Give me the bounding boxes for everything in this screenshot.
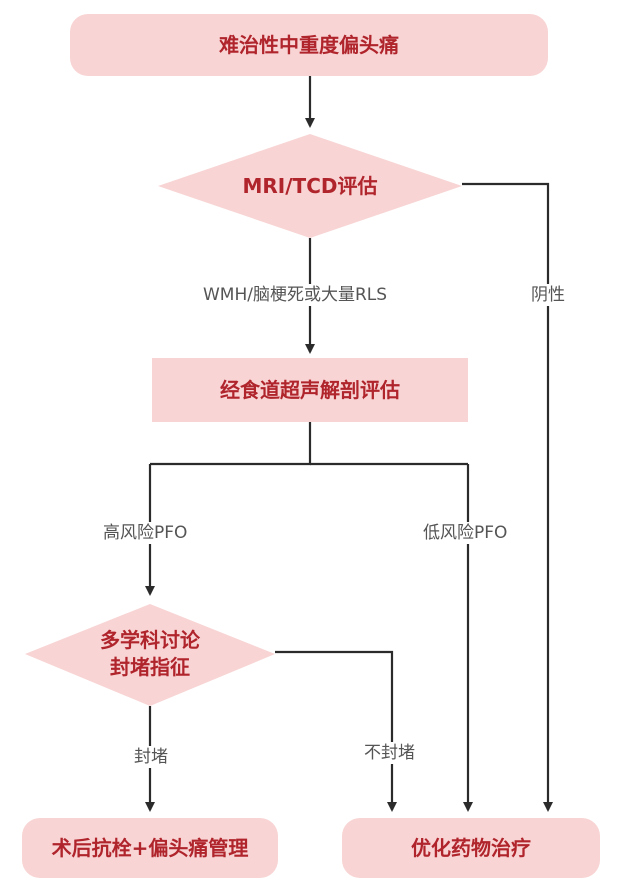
edge-label-high-risk: 高风险PFO <box>100 522 191 545</box>
mdt-label-line2: 封堵指征 <box>110 655 190 679</box>
start-node: 难治性中重度偏头痛 <box>70 14 548 76</box>
edge-label-no-occlude: 不封堵 <box>361 742 418 765</box>
edge-label-wmh: WMH/脑梗死或大量RLS <box>200 284 391 307</box>
edge-label-occlude: 封堵 <box>131 746 171 769</box>
edge-no-occlude <box>275 650 397 812</box>
tee-node: 经食道超声解剖评估 <box>152 358 468 422</box>
edge-tee-split <box>150 422 312 466</box>
mdt-label-line1: 多学科讨论 <box>100 628 200 652</box>
drug-therapy-node: 优化药物治疗 <box>342 818 600 878</box>
post-op-node: 术后抗栓+偏头痛管理 <box>22 818 278 878</box>
edge-mri-negative <box>462 182 553 812</box>
mri-tcd-label: MRI/TCD评估 <box>242 173 378 198</box>
edge-label-negative: 阴性 <box>528 284 568 307</box>
mdt-label: 多学科讨论 封堵指征 <box>55 620 245 688</box>
edge-label-low-risk: 低风险PFO <box>420 522 511 545</box>
decision-diamond-mri <box>158 134 462 238</box>
decision-diamond-mdt <box>25 604 275 706</box>
